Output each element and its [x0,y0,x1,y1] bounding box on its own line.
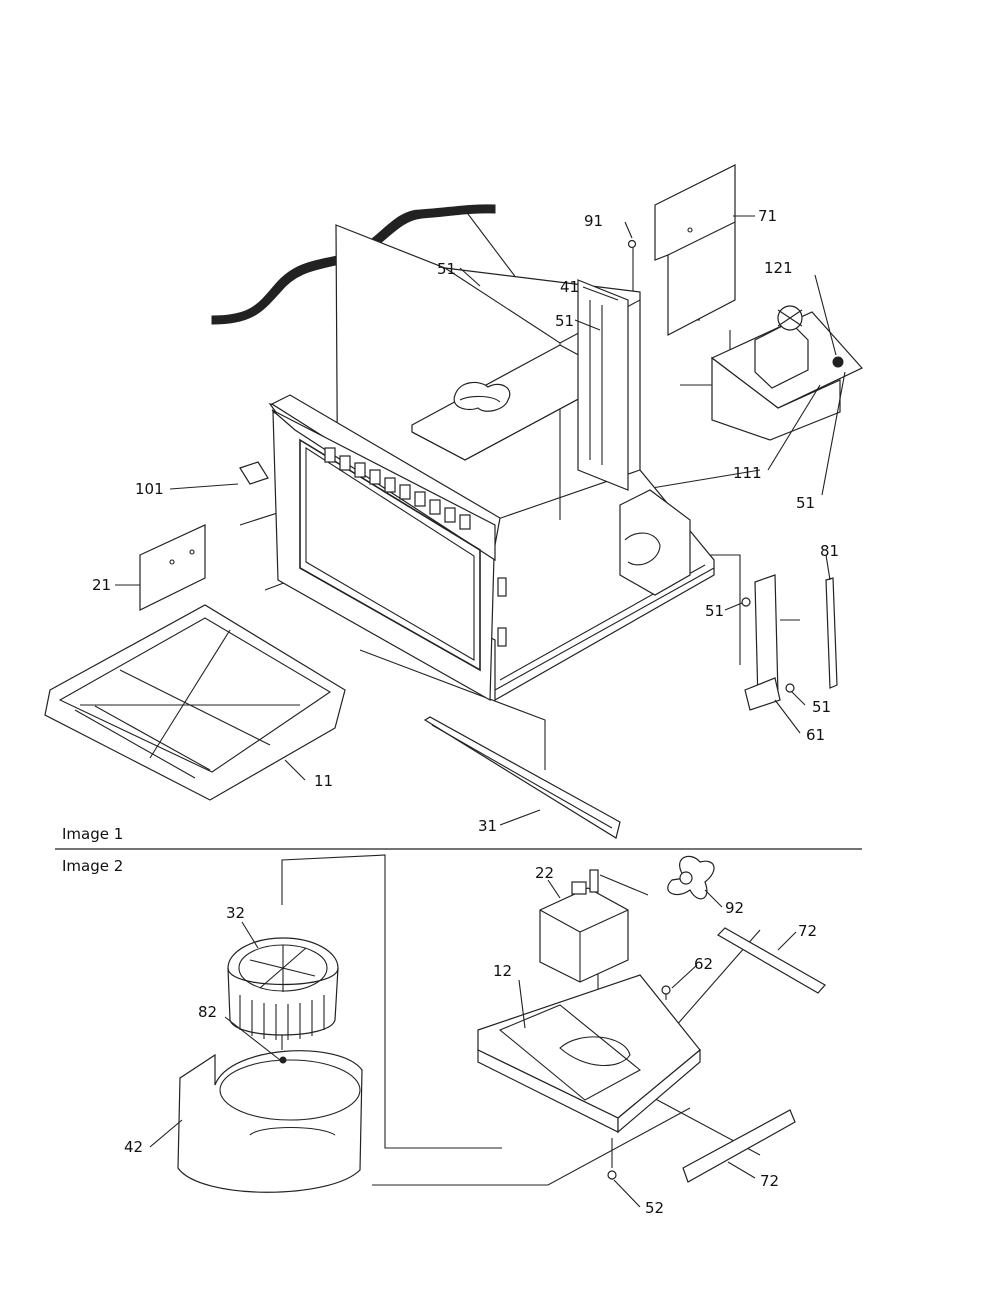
callout-72-lower: 72 [760,1172,779,1190]
callout-22: 22 [535,864,554,882]
callout-51-top: 51 [437,260,456,278]
plate-21 [139,524,206,611]
callout-leaders [115,215,846,1208]
callout-81: 81 [820,542,839,560]
callout-91: 91 [584,212,603,230]
front-door-frame [268,394,507,702]
callout-51-channel: 51 [705,602,724,620]
screw-62 [661,985,671,1000]
callout-31: 31 [478,817,497,835]
rail-31 [423,716,621,839]
mounting-plate-12 [477,974,701,1134]
callout-41: 41 [560,278,579,296]
fan-motor-assembly [710,305,863,441]
callout-82: 82 [198,1003,217,1021]
callout-11: 11 [314,772,333,790]
fan-blade-92 [667,855,715,900]
blower-wheel-32 [227,937,339,1040]
base-tray-11 [44,604,346,801]
callout-101: 101 [135,480,164,498]
callout-12: 12 [493,962,512,980]
callout-52: 52 [645,1199,664,1217]
callout-51-mid: 51 [555,312,574,330]
callout-62: 62 [694,955,713,973]
callout-111: 111 [733,464,762,482]
callout-51-fan: 51 [796,494,815,512]
screw-91 [627,239,637,249]
part-101 [239,461,269,485]
keypad-buttons [324,447,471,530]
callout-61: 61 [806,726,825,744]
callout-42: 42 [124,1138,143,1156]
power-cord [211,204,496,325]
motor-22 [539,869,629,983]
callout-51-bottom: 51 [812,698,831,716]
strip-72-lower [682,1109,796,1183]
caption-image-1: Image 1 [62,825,123,843]
strip-72-upper [717,927,826,994]
blower-housing-42 [177,1050,363,1193]
screw-52 [607,1170,617,1180]
top-cover-panel [654,164,736,336]
side-channel-61 [741,574,795,711]
callout-92: 92 [725,899,744,917]
callout-121: 121 [764,259,793,277]
callout-21: 21 [92,576,111,594]
callout-32: 32 [226,904,245,922]
strip-81 [825,577,838,689]
callout-72-upper: 72 [798,922,817,940]
caption-image-2: Image 2 [62,857,123,875]
callout-71: 71 [758,207,777,225]
